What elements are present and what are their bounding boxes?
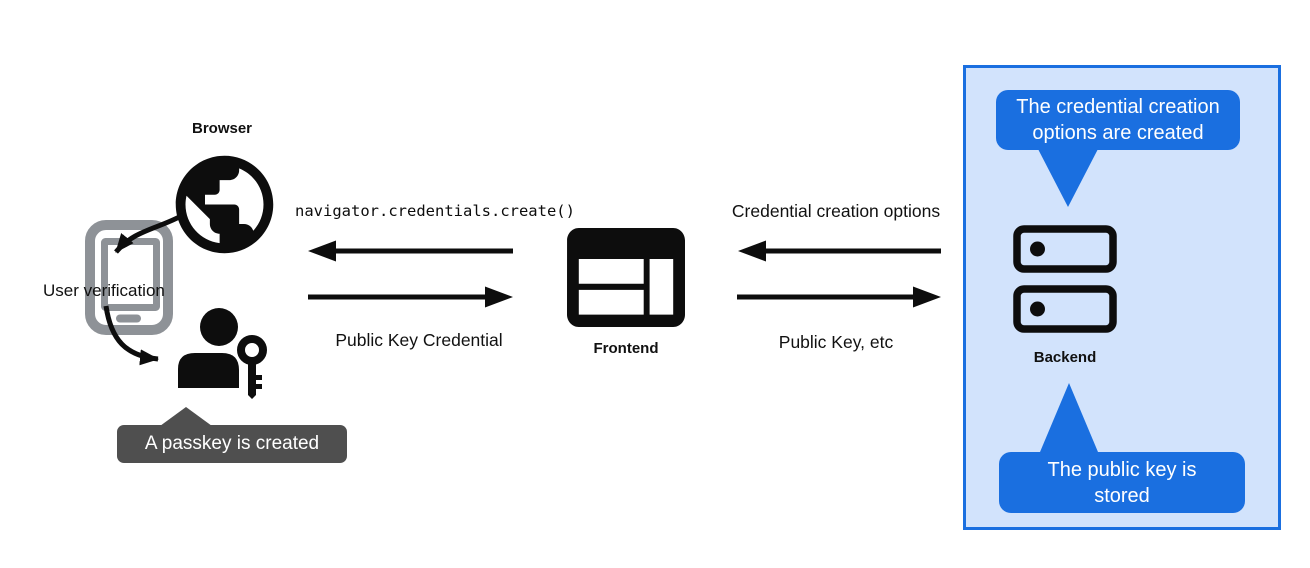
backend-panel: The credential creation options are crea… (963, 65, 1281, 530)
public-key-stored-bubble-tail (1040, 383, 1098, 452)
browser-label: Browser (191, 120, 253, 137)
person-with-key-icon (178, 308, 267, 399)
smartphone-icon (85, 220, 173, 335)
passkey-tooltip: A passkey is created (117, 425, 347, 463)
backend-label: Backend (1033, 349, 1097, 366)
credential-creation-options-label: Credential creation options (731, 201, 941, 221)
browser-window-icon (567, 228, 685, 327)
passkey-tooltip-text: A passkey is created (144, 433, 320, 454)
passkey-tooltip-tail (160, 407, 212, 426)
user-verification-label: User verification (43, 281, 165, 300)
public-key-stored-bubble: The public key is stored (999, 452, 1245, 513)
globe-icon (175, 155, 274, 254)
credential-options-bubble: The credential creation options are crea… (996, 90, 1240, 150)
credential-options-bubble-tail (1038, 149, 1098, 207)
arrow-backend-to-frontend (738, 240, 941, 262)
arrow-browser-to-frontend (308, 286, 513, 308)
api-call-label: navigator.credentials.create() (295, 202, 575, 220)
public-key-etc-label: Public Key, etc (778, 332, 894, 352)
public-key-credential-label: Public Key Credential (335, 330, 503, 350)
arrow-frontend-to-backend (737, 286, 941, 308)
server-stack-icon (1013, 225, 1117, 333)
frontend-label: Frontend (593, 340, 659, 357)
arrow-frontend-to-browser (308, 240, 513, 262)
